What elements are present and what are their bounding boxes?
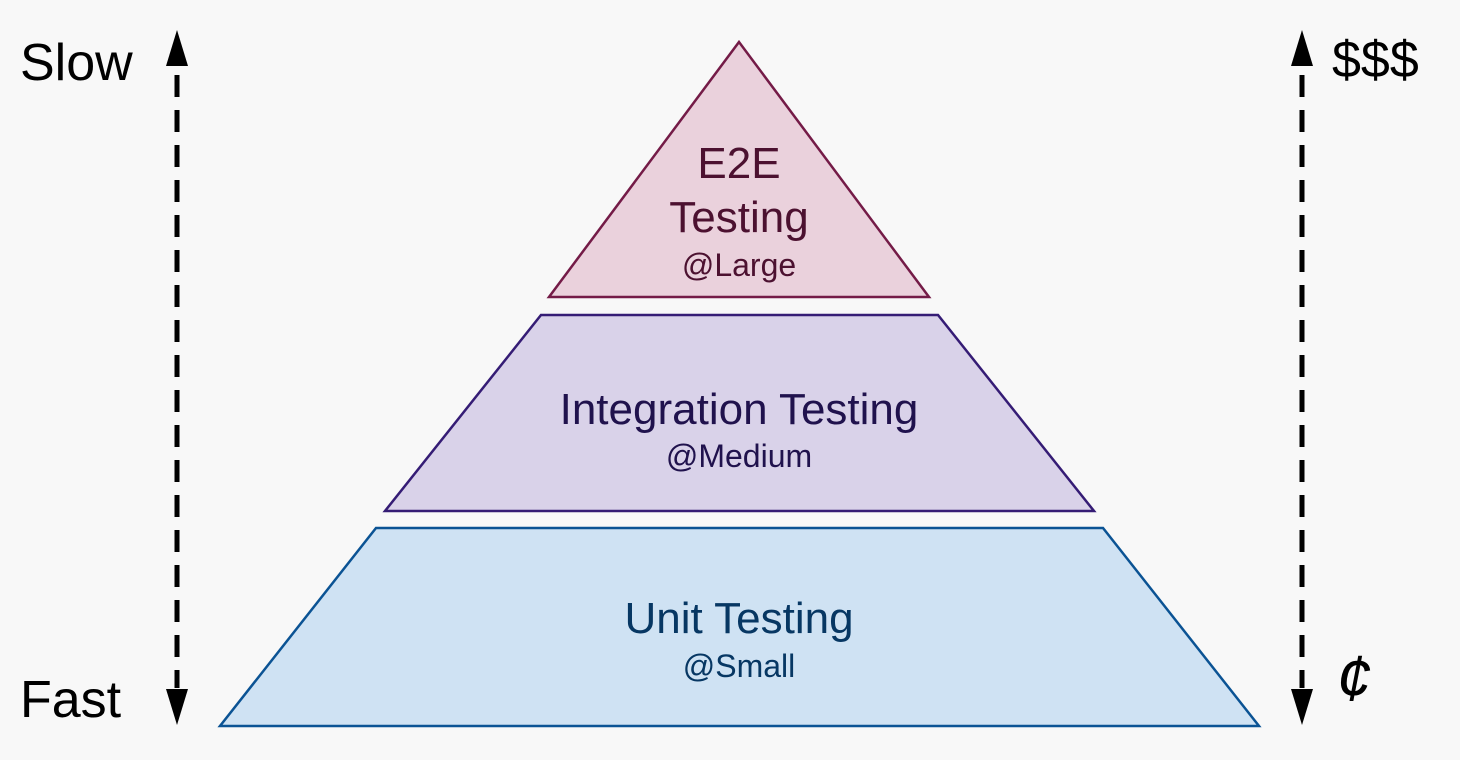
speed-axis-top-label: Slow xyxy=(20,34,133,92)
pyramid-tier-unit: Unit Testing @Small xyxy=(217,526,1262,728)
speed-axis: Slow Fast xyxy=(20,30,188,729)
pyramid-tier-e2e-title-line1: E2E xyxy=(697,139,780,188)
cost-axis-down-arrowhead xyxy=(1291,689,1313,725)
pyramid-tier-unit-shape xyxy=(217,526,1262,728)
pyramid-tier-e2e-size: @Large xyxy=(682,247,796,283)
pyramid-tier-integration: Integration Testing @Medium xyxy=(382,313,1097,513)
cost-axis-up-arrowhead xyxy=(1291,30,1313,66)
pyramid-tier-e2e-title-line2: Testing xyxy=(669,193,808,242)
pyramid-tier-integration-size: @Medium xyxy=(666,438,812,474)
pyramid-tier-e2e: E2E Testing @Large xyxy=(546,39,932,299)
pyramid-tier-integration-title: Integration Testing xyxy=(560,385,919,434)
cost-axis-top-label: $$$ xyxy=(1332,31,1419,89)
speed-axis-up-arrowhead xyxy=(166,30,188,66)
pyramid-tier-unit-size: @Small xyxy=(683,648,796,684)
pyramid-tier-e2e-shape xyxy=(546,39,932,299)
speed-axis-bottom-label: Fast xyxy=(20,671,122,729)
cost-axis: $$$ ¢ xyxy=(1291,30,1419,725)
pyramid-tier-integration-shape xyxy=(382,313,1097,513)
speed-axis-down-arrowhead xyxy=(166,689,188,725)
cost-axis-bottom-label: ¢ xyxy=(1336,642,1372,714)
pyramid-tier-unit-title: Unit Testing xyxy=(624,594,853,643)
